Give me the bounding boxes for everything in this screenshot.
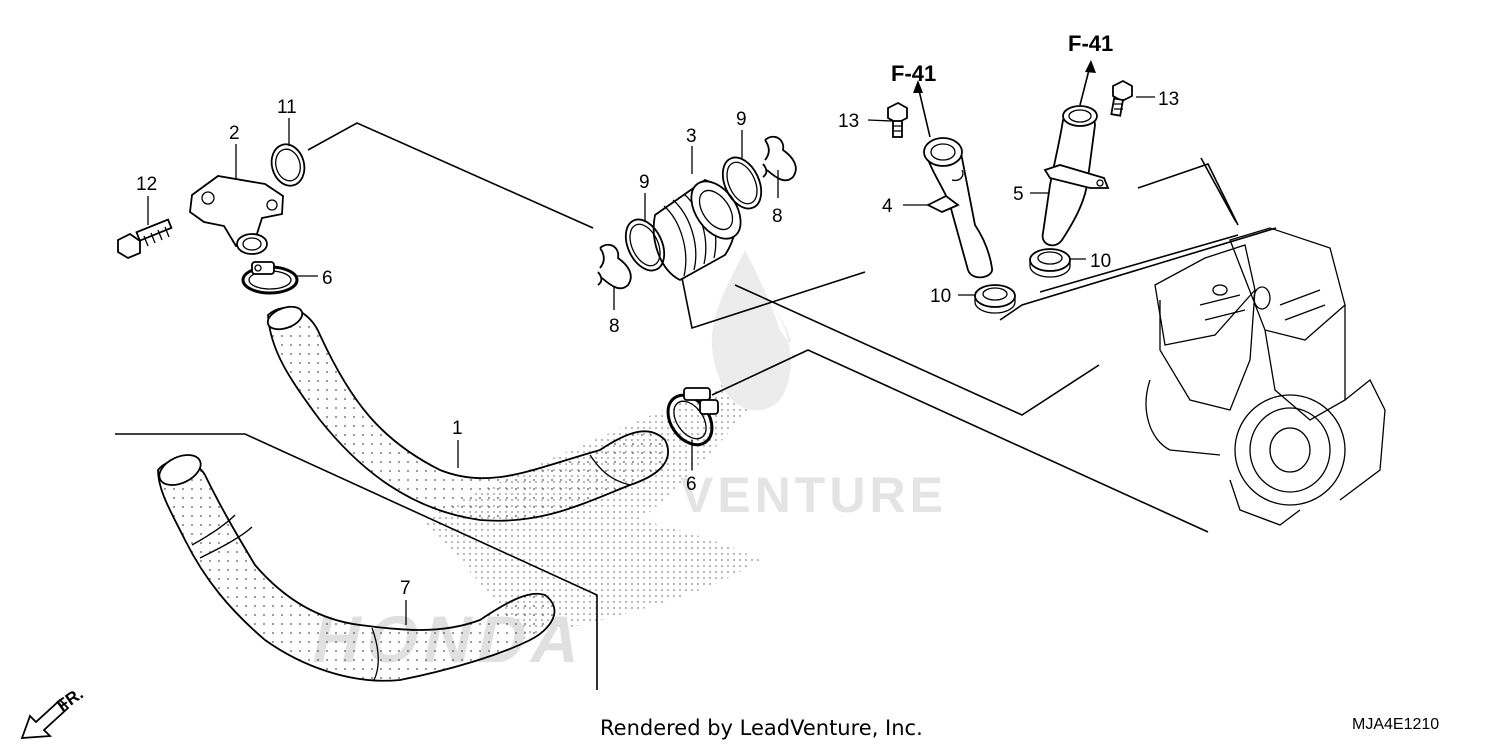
seal-part-10-right (1029, 248, 1071, 278)
bolt-part-12 (117, 218, 173, 260)
callout-9-left: 9 (639, 172, 650, 193)
callout-11: 11 (277, 97, 297, 118)
callout-13-right: 13 (1158, 89, 1179, 110)
hose-clamp-part-6-upper (241, 261, 299, 295)
callout-2: 2 (229, 123, 240, 144)
callout-8-left: 8 (609, 316, 620, 337)
outlet-flange-part-2 (189, 175, 284, 255)
clip-part-8-right (762, 135, 797, 182)
watermark-partner-text: VENTURE (680, 467, 947, 523)
bolt-part-13-right (1110, 79, 1133, 117)
engine-outline (1145, 227, 1386, 526)
wing-watermark-icon (420, 352, 800, 640)
callout-13-left: 13 (838, 111, 859, 132)
callout-3: 3 (686, 126, 697, 147)
watermark: VENTURE HONDA (306, 250, 947, 677)
water-hose-part-1 (267, 307, 669, 522)
callout-7: 7 (400, 578, 411, 599)
front-direction-arrow-icon: FR. (20, 684, 87, 739)
reference-f41-right: F-41 (1068, 31, 1113, 56)
water-pipe-part-4 (923, 137, 993, 279)
o-ring-part-9-left (624, 218, 666, 272)
diagram-code: MJA4E1210 (1352, 716, 1440, 733)
bolt-part-13-left (887, 101, 908, 138)
o-ring-part-9-right (721, 156, 763, 210)
water-hose-part-7 (157, 459, 556, 682)
callout-10-left: 10 (930, 286, 951, 307)
callout-6-upper: 6 (322, 268, 333, 289)
callout-6-lower: 6 (686, 474, 697, 495)
rendered-by-credit: Rendered by LeadVenture, Inc. (600, 716, 923, 740)
callout-12: 12 (136, 174, 157, 195)
callout-10-right: 10 (1090, 251, 1111, 272)
reference-f41-left: F-41 (891, 61, 936, 86)
callout-9-right: 9 (736, 109, 747, 130)
seal-part-10-left (974, 284, 1016, 314)
o-ring-part-11 (270, 143, 306, 187)
water-joint-part-3 (652, 179, 742, 282)
callout-4: 4 (882, 196, 893, 217)
water-pipe-part-5 (1041, 105, 1110, 247)
callout-8-right: 8 (772, 206, 783, 227)
clip-part-8-left (597, 243, 632, 290)
callout-5: 5 (1013, 184, 1024, 205)
hose-clamp-part-6-lower (666, 387, 719, 447)
callout-1: 1 (452, 418, 463, 439)
flame-watermark-icon (711, 250, 791, 411)
